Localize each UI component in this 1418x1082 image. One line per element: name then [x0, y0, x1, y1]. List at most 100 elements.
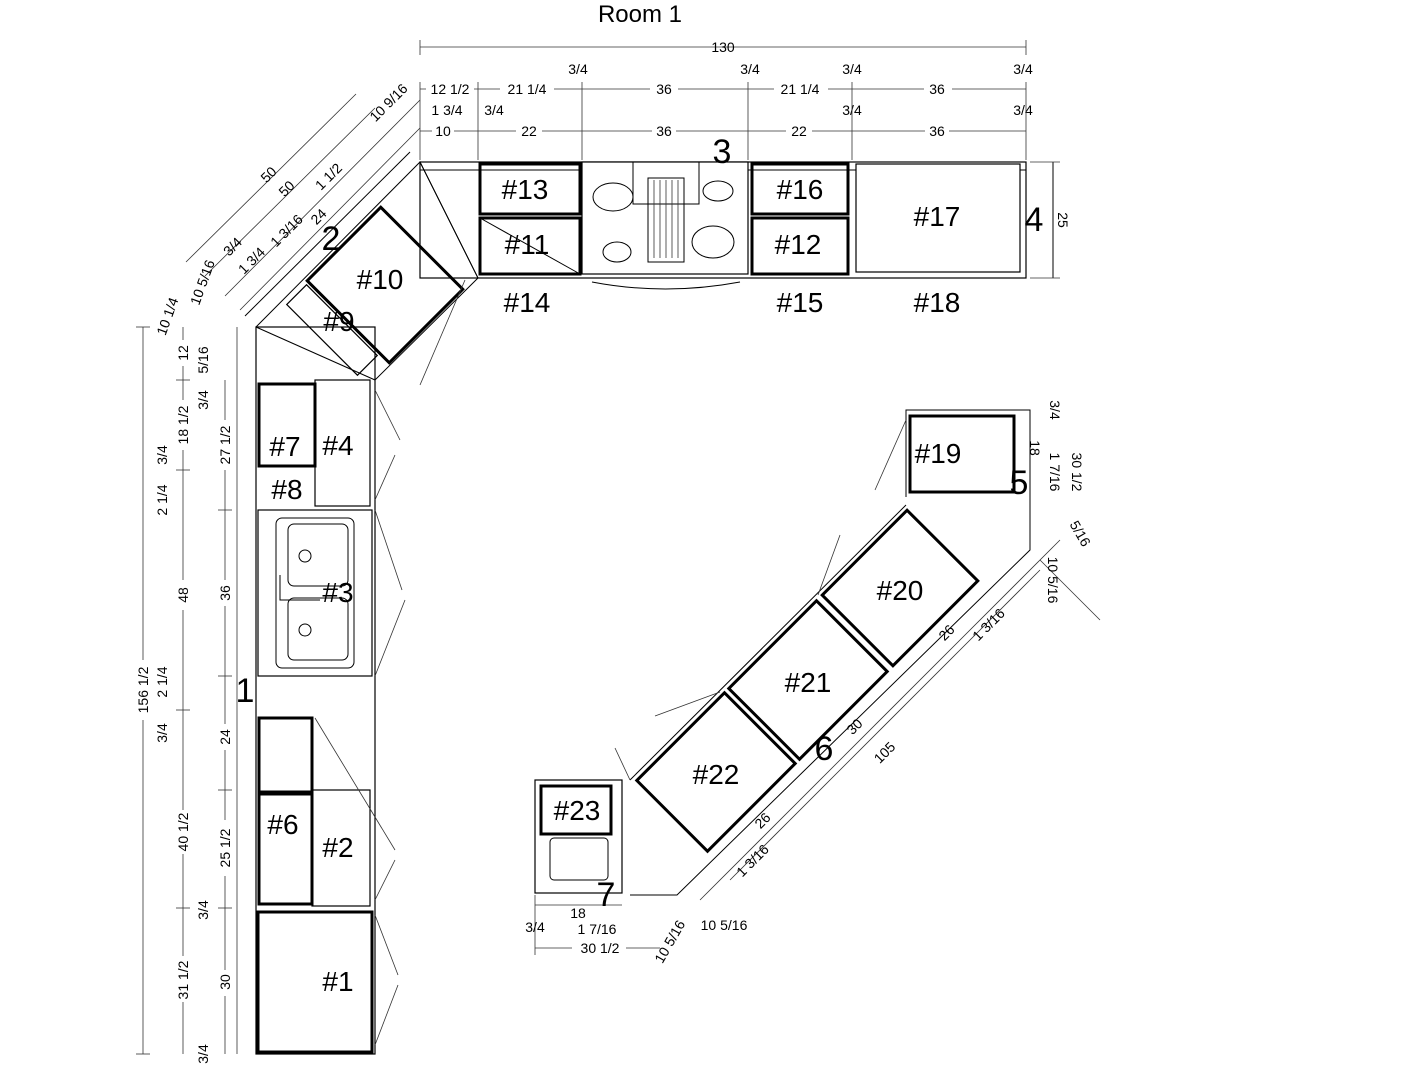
cabinet-label-20: #20	[877, 575, 924, 606]
cabinet-label-18: #18	[914, 287, 961, 318]
dim-label: 10	[435, 123, 451, 139]
cabinet-20[interactable]	[820, 508, 980, 668]
cabinet-label-19: #19	[915, 438, 962, 469]
dim-label: 18 1/2	[175, 405, 191, 444]
cabinet-21[interactable]	[726, 598, 890, 762]
dim-diag: 50	[275, 177, 297, 199]
cabinet-23[interactable]	[539, 784, 613, 836]
dim-label: 2 1/4	[154, 484, 170, 515]
cabinet-label-15: #15	[777, 287, 824, 318]
dim-diag: 10 9/16	[366, 80, 410, 124]
dim-label: 18	[570, 905, 586, 921]
dim-label: 1 3/4	[431, 102, 462, 118]
cabinet-13[interactable]	[478, 162, 582, 216]
cabinet-label-16: #16	[777, 174, 824, 205]
wall-label-1: 1	[236, 672, 255, 710]
dim-diag: 105	[871, 738, 899, 766]
dim-diag: 1 3/16	[733, 841, 772, 880]
dim-label: 1 7/16	[578, 921, 617, 937]
range[interactable]	[581, 161, 749, 275]
dim-label: 31 1/2	[175, 960, 191, 999]
top-dimensions: 130 3/4 3/4 3/4 3/4 12 1/2 21 1/4 36 21 …	[419, 39, 1033, 160]
dim-label: 10 5/16	[701, 917, 748, 933]
dim-label: 27 1/2	[217, 425, 233, 464]
dim-total-width: 130	[711, 39, 735, 55]
dim-label: 3/4	[1013, 102, 1033, 118]
dim-label: 3/4	[195, 1044, 211, 1064]
dim-label: 12	[175, 345, 191, 361]
dim-label: 10 5/16	[651, 917, 688, 966]
wall-label-2: 2	[322, 220, 341, 258]
cabinet-label-10: #10	[357, 264, 404, 295]
dim-label: 10 5/16	[1045, 557, 1061, 604]
cabinet-label-11: #11	[505, 229, 550, 260]
wall-label-3: 3	[713, 133, 732, 171]
cabinet-label-1: #1	[322, 966, 353, 997]
dim-left-total: 156 1/2	[135, 666, 151, 713]
cabinet-label-21: #21	[785, 667, 832, 698]
dim-diag: 30	[843, 715, 865, 737]
dim-label: 3/4	[195, 390, 211, 410]
dim-label: 36	[656, 123, 672, 139]
cabinet-9[interactable]	[285, 283, 379, 377]
dim-label: 30 1/2	[581, 940, 620, 956]
cabinet-5[interactable]	[257, 716, 314, 794]
cabinet-1[interactable]	[256, 910, 374, 1054]
dim-diag: 1 3/16	[969, 605, 1008, 644]
cabinet-label-2: #2	[322, 832, 353, 863]
dim-diag: 1 3/16	[267, 211, 306, 250]
dim-label: 5/16	[195, 346, 211, 373]
dim-diag: 1 1/2	[312, 160, 345, 193]
cabinet-16[interactable]	[750, 162, 850, 216]
cabinet-4[interactable]	[314, 379, 371, 507]
cabinet-label-13: #13	[502, 174, 549, 205]
cabinet-label-4: #4	[322, 430, 353, 461]
cabinet-11[interactable]	[478, 216, 582, 276]
dim-label: 2 1/4	[154, 666, 170, 697]
dim-label: 18	[1027, 440, 1043, 456]
dim-label: 3/4	[1013, 61, 1033, 77]
dim-label: 36	[929, 123, 945, 139]
dim-diag: 3/4	[220, 234, 245, 259]
wall-label-6: 6	[815, 730, 834, 768]
cabinet-10[interactable]	[305, 205, 465, 365]
cabinet-label-23: #23	[554, 795, 601, 826]
top-cabinet-run: 25 #13 #14 #11 #16 #15 #12 #17 #18 3 4	[419, 133, 1071, 318]
wall-label-5: 5	[1010, 464, 1029, 502]
dim-label: 3/4	[1047, 400, 1063, 420]
room-title: Room 1	[598, 1, 682, 28]
cabinet-label-8: #8	[271, 474, 302, 505]
dim-diag: 10 5/16	[187, 257, 218, 307]
dim-label: 5/16	[1067, 518, 1095, 550]
dim-label: 3/4	[195, 900, 211, 920]
left-cabinet-run: #7 #8 #4 #3 #6 #2 #1 1	[236, 326, 406, 1055]
island-cabinet-run: #19 #20 #21 #22 #23 5 6 7 3/4 18 1 7/16 …	[525, 400, 1101, 966]
dim-label: 3/4	[568, 61, 588, 77]
dim-label: 1 7/16	[1047, 453, 1063, 492]
cabinet-label-14: #14	[504, 287, 551, 318]
cabinet-label-17: #17	[914, 201, 961, 232]
cabinet-12[interactable]	[750, 216, 850, 276]
left-dimensions: 156 1/2 12 18 1/2 48 40 1/2 31 1/2 3/4 2…	[135, 326, 238, 1064]
dim-diag: 10 1/4	[153, 295, 181, 337]
dim-label: 36	[656, 81, 672, 97]
dim-label: 3/4	[525, 919, 545, 935]
cabinet-22[interactable]	[634, 690, 798, 854]
dim-label: 30 1/2	[1069, 453, 1085, 492]
cabinet-3[interactable]	[257, 509, 373, 677]
cabinet-label-12: #12	[775, 229, 822, 260]
dim-label: 24	[217, 729, 233, 745]
dim-label: 3/4	[484, 102, 504, 118]
cabinet-19[interactable]	[908, 414, 1016, 494]
dim-diag: 50	[257, 163, 279, 185]
dim-label: 3/4	[740, 61, 760, 77]
dim-label: 30	[217, 974, 233, 990]
dim-label: 36	[217, 585, 233, 601]
dim-label: 3/4	[154, 445, 170, 465]
cabinet-label-9: #9	[323, 306, 354, 337]
sink	[275, 517, 355, 669]
cabinet-2[interactable]	[311, 789, 371, 907]
dim-diag: 26	[751, 809, 773, 831]
cabinet-17[interactable]	[855, 163, 1021, 273]
